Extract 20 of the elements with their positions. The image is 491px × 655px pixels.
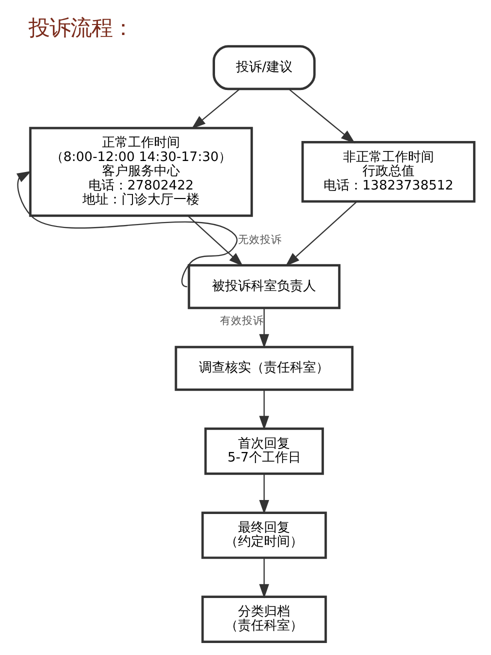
arrow [284, 201, 357, 266]
node-box: 正常工作时间 （8:00-12:00 14:30-17:30） 客户服务中心 电话：27802422 地址：门诊大厅一楼 [28, 126, 252, 217]
node-box: 最终回复 （约定时间） [200, 512, 326, 559]
node-box: 调查核实（责任科室） [174, 346, 354, 391]
arrow [258, 474, 269, 514]
node-box: 非正常工作时间 行政总值 电话：13823738512 [300, 141, 475, 203]
node-box: 投诉/建议 [212, 45, 316, 90]
arrow [16, 170, 237, 288]
arrow [258, 308, 269, 348]
node-box: 被投诉科室负责人 [187, 264, 340, 310]
arrow [187, 215, 243, 266]
arrow [258, 558, 269, 598]
diagram-title: 投诉流程： [28, 16, 134, 41]
arrow [190, 88, 240, 129]
arrow [258, 390, 269, 430]
arrow [288, 88, 355, 144]
edge-label: 有效投诉 [220, 314, 264, 328]
edge-label: 无效投诉 [237, 233, 282, 246]
node-box: 分类归档 （责任科室） [200, 596, 326, 643]
node-box: 首次回复 5-7个工作日 [204, 428, 324, 475]
